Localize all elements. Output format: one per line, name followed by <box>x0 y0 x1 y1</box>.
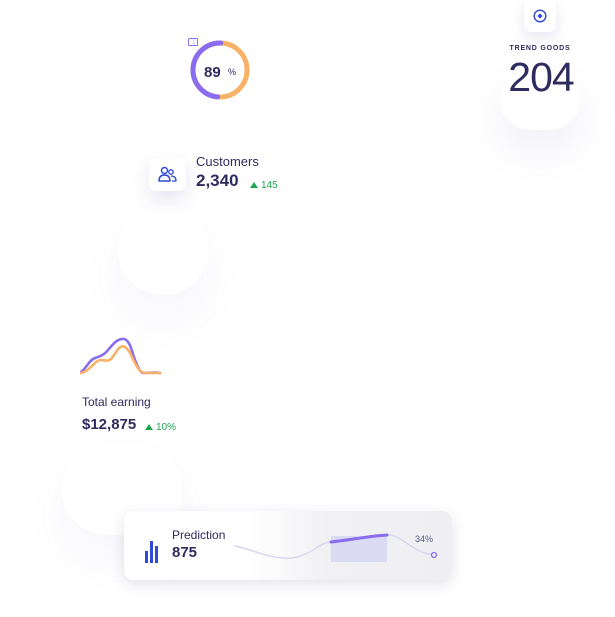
earning-delta: 10% <box>145 422 176 433</box>
customers-label: Customers <box>196 154 259 169</box>
trend-goods-icon-button[interactable] <box>524 0 556 32</box>
bar-chart-icon <box>145 541 158 563</box>
earning-label: Total earning <box>82 395 151 409</box>
earning-value: $12,875 <box>82 416 137 433</box>
earning-sparkline <box>80 337 162 375</box>
progress-value: 89 <box>204 64 221 81</box>
prediction-percent: 34% <box>415 534 434 544</box>
trend-goods-label: TREND GOODS <box>509 45 571 52</box>
prediction-card[interactable] <box>124 511 452 580</box>
prediction-end-point <box>430 551 438 559</box>
target-icon <box>533 9 547 23</box>
customers-shadow <box>118 205 208 295</box>
progress-ring <box>190 40 250 100</box>
prediction-sparkline <box>233 533 438 562</box>
earning-delta-value: 10% <box>156 422 177 433</box>
prediction-label: Prediction <box>172 528 226 542</box>
arrow-up-icon <box>250 182 258 188</box>
progress-ring-fill <box>190 40 250 100</box>
progress-donut: 89 % <box>188 38 252 102</box>
prediction-value: 875 <box>172 544 198 561</box>
progress-unit: % <box>228 67 237 77</box>
customers-delta-value: 145 <box>261 180 278 191</box>
prediction-line-highlight <box>329 533 389 544</box>
arrow-up-icon <box>145 424 153 430</box>
customers-icon-button[interactable] <box>149 158 186 191</box>
trend-goods-value: 204 <box>508 54 574 100</box>
customers-delta: 145 <box>250 180 278 191</box>
users-icon <box>158 166 177 182</box>
earning-line-orange <box>80 345 162 375</box>
earning-line-purple <box>80 337 162 375</box>
customers-value: 2,340 <box>196 171 239 190</box>
ticket-icon <box>188 38 198 46</box>
